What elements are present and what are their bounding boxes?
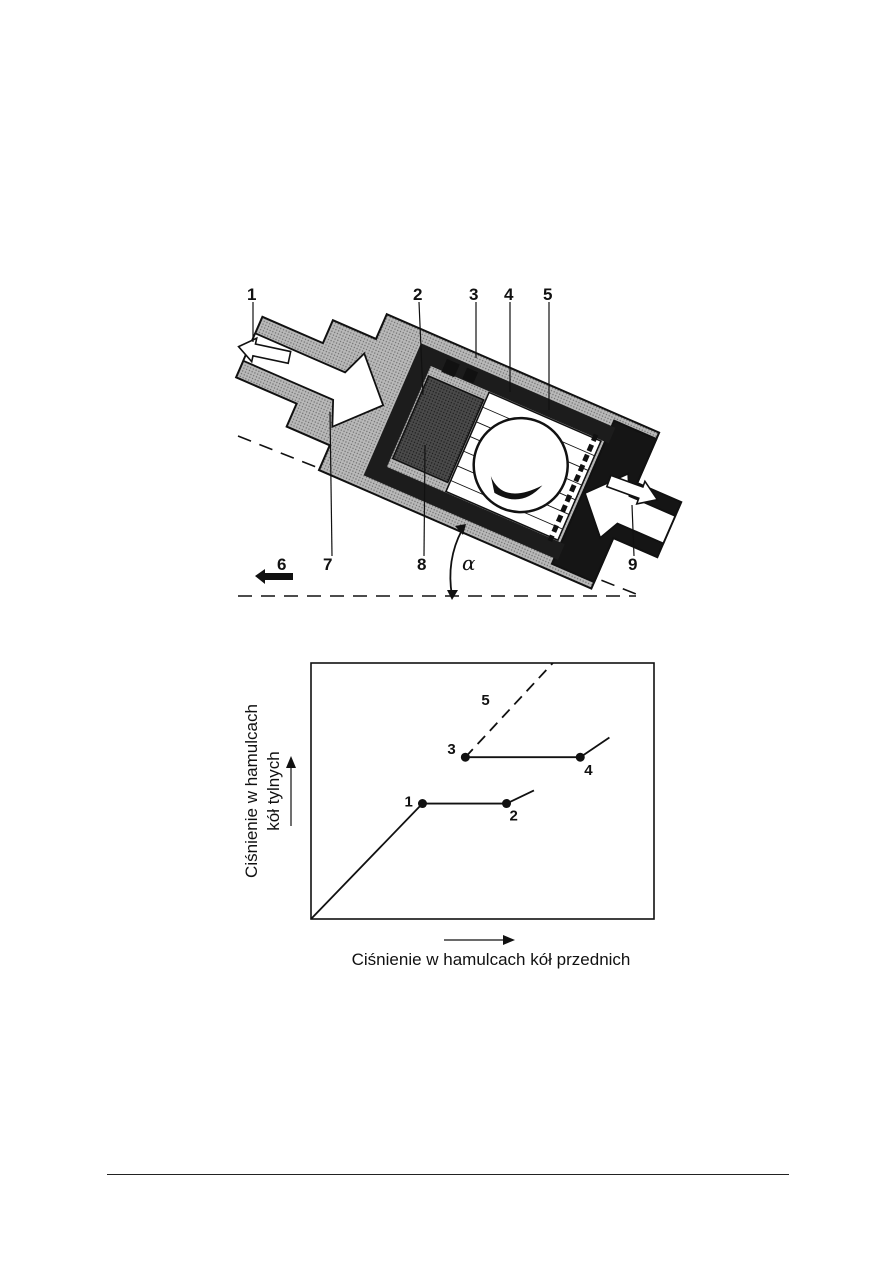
valve-body — [234, 312, 683, 590]
series-line-1 — [310, 802, 424, 920]
point-label-4: 4 — [584, 762, 593, 779]
series-line-3 — [422, 789, 535, 805]
ball-shadow — [490, 476, 543, 500]
inlet-arrow — [605, 474, 659, 505]
callout-1: 1 — [247, 285, 256, 304]
callout-4: 4 — [504, 285, 514, 304]
angle-arc — [449, 529, 463, 597]
point-marker-2 — [502, 799, 512, 809]
callout-8: 8 — [417, 555, 426, 574]
inner-sleeve — [363, 343, 616, 560]
piston — [391, 374, 485, 484]
travel-direction-arrow — [255, 569, 293, 584]
x-direction-arrow — [444, 935, 515, 945]
y-axis-label-line2: kół tylnych — [264, 751, 283, 830]
chart-points-layer: 1 2 3 4 5 — [404, 692, 593, 825]
callout-9: 9 — [628, 555, 637, 574]
point-marker-1 — [417, 799, 427, 809]
point-label-2: 2 — [510, 808, 518, 825]
point-marker-4 — [575, 752, 585, 762]
point-label-3: 3 — [447, 741, 455, 758]
callout-6: 6 — [277, 555, 286, 574]
chart-series-layer — [310, 662, 610, 920]
point-label-5: 5 — [481, 692, 489, 709]
series-line-2 — [464, 662, 554, 758]
y-axis-label-line1: Ciśnienie w hamulcach — [242, 704, 261, 878]
footer-rule — [107, 1174, 789, 1175]
chart-frame — [310, 662, 655, 920]
callout-7: 7 — [323, 555, 332, 574]
point-marker-3 — [460, 752, 470, 762]
series-line-4 — [465, 736, 610, 759]
outlet-arrow — [237, 336, 292, 365]
angle-alpha-label: α — [462, 551, 476, 575]
point-label-1: 1 — [404, 794, 412, 811]
y-axis-label: Ciśnienie w hamulcach kół tylnych — [242, 704, 283, 878]
valve-plate — [547, 433, 599, 543]
callout-3: 3 — [469, 285, 478, 304]
x-axis-label: Ciśnienie w hamulcach kół przednich — [352, 950, 631, 969]
y-direction-arrow — [286, 756, 296, 826]
callout-2: 2 — [413, 285, 422, 304]
callout-5: 5 — [543, 285, 552, 304]
